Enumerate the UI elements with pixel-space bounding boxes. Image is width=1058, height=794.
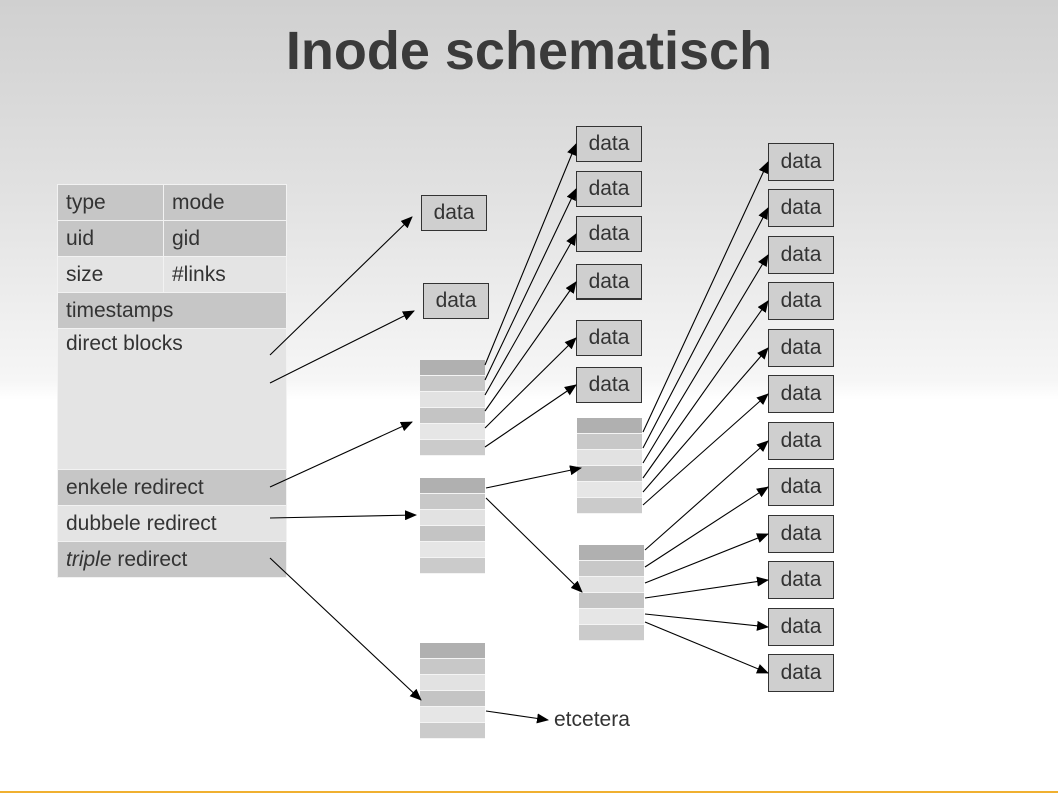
etcetera-label: etcetera xyxy=(554,708,630,731)
footer-divider xyxy=(0,791,1058,793)
data-label: data xyxy=(435,289,477,312)
slide-title: Inode schematisch xyxy=(285,21,773,81)
data-label: data xyxy=(780,661,822,684)
data-label: data xyxy=(780,150,822,173)
data-block: data xyxy=(576,367,642,403)
timestamps-cell: timestamps xyxy=(57,292,287,329)
single-redirect-cell: enkele redirect xyxy=(57,469,287,506)
data-block: data xyxy=(576,320,642,356)
data-block: data xyxy=(768,422,834,460)
links-cell: #links xyxy=(163,256,287,293)
triple-redirect-cell: triple redirect xyxy=(57,541,287,578)
data-block: data xyxy=(576,171,642,207)
data-label: data xyxy=(588,177,630,200)
data-label: data xyxy=(780,289,822,312)
triple-redirect-label: redirect xyxy=(111,547,188,571)
triple-italic-label: triple xyxy=(66,547,112,571)
data-block: data xyxy=(768,654,834,692)
second-level-pointer-block xyxy=(579,545,644,641)
data-block: data xyxy=(768,515,834,553)
data-label: data xyxy=(780,196,822,219)
data-block: data xyxy=(576,216,642,252)
data-block: data xyxy=(768,608,834,646)
data-label: data xyxy=(780,522,822,545)
triple-indirect-pointer-block xyxy=(420,643,485,739)
data-block: data xyxy=(768,329,834,367)
data-block: data xyxy=(768,282,834,320)
inode-table: type mode uid gid size #links timestamps… xyxy=(57,184,287,578)
data-label: data xyxy=(780,615,822,638)
data-label: data xyxy=(780,568,822,591)
data-block: data xyxy=(768,468,834,506)
data-label: data xyxy=(588,132,630,155)
gid-cell: gid xyxy=(163,220,287,257)
data-block: data xyxy=(768,236,834,274)
data-label: data xyxy=(780,382,822,405)
data-block: data xyxy=(576,126,642,162)
data-label: data xyxy=(588,222,630,245)
size-cell: size xyxy=(57,256,164,293)
mode-cell: mode xyxy=(163,184,287,221)
data-label: data xyxy=(780,429,822,452)
data-label: data xyxy=(780,336,822,359)
data-block: data xyxy=(768,143,834,181)
data-block: data xyxy=(423,283,489,319)
type-cell: type xyxy=(57,184,164,221)
second-level-pointer-block xyxy=(577,418,642,514)
data-block: data xyxy=(768,189,834,227)
data-label: data xyxy=(433,201,475,224)
data-label: data xyxy=(588,269,630,293)
data-block: data xyxy=(421,195,487,231)
single-indirect-pointer-block xyxy=(420,360,485,456)
direct-blocks-cell: direct blocks xyxy=(57,328,287,470)
data-label: data xyxy=(588,373,630,396)
data-block: data xyxy=(768,561,834,599)
data-block: data xyxy=(768,375,834,413)
data-label: data xyxy=(780,475,822,498)
double-redirect-cell: dubbele redirect xyxy=(57,505,287,542)
data-label: data xyxy=(780,243,822,266)
data-label: data xyxy=(588,326,630,349)
double-indirect-pointer-block xyxy=(420,478,485,574)
